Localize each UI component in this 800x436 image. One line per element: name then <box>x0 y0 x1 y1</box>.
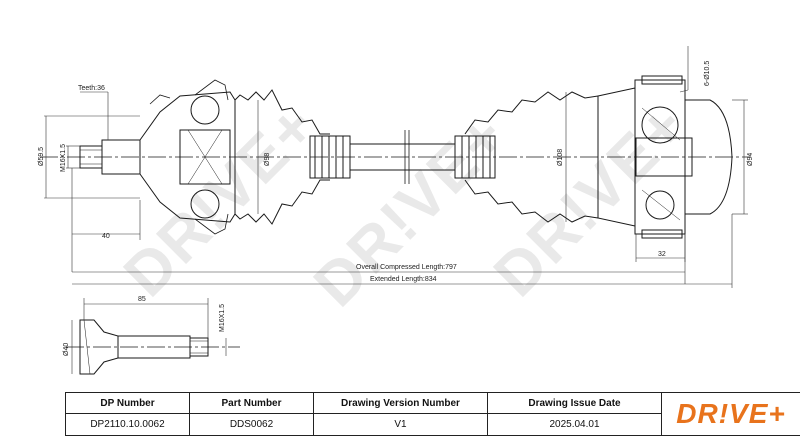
dimension-lines <box>44 46 748 288</box>
dim-d108: Ø108 <box>557 149 564 166</box>
header-part-number: Part Number <box>189 392 314 414</box>
right-spline-section <box>454 135 496 179</box>
dim-d59-5: Ø59.5 <box>38 147 45 166</box>
shaft-assembly <box>40 75 750 239</box>
left-boot-top <box>234 89 330 135</box>
left-boot-bottom <box>234 179 330 225</box>
watermark-text: DR!VE+ <box>111 91 330 310</box>
header-issue-date: Drawing Issue Date <box>487 392 662 414</box>
header-drawing-version: Drawing Version Number <box>313 392 488 414</box>
right-cv-cover <box>685 99 733 215</box>
dim-85: 85 <box>138 296 146 303</box>
dim-m16: M16X1.5 <box>60 144 67 172</box>
right-boot-top <box>464 91 599 135</box>
dim-holes: 6-Ø10.5 <box>704 61 711 86</box>
value-dp-number: DP2110.10.0062 <box>65 413 190 436</box>
value-drawing-version: V1 <box>313 413 488 436</box>
technical-drawing: DR!VE+ DR!VE+ DR!VE+ <box>38 46 754 375</box>
left-ball-bottom <box>190 189 220 219</box>
value-part-number: DDS0062 <box>189 413 314 436</box>
value-issue-date: 2025.04.01 <box>487 413 662 436</box>
brand-logo: DR!VE+ <box>661 392 800 436</box>
teeth-label: Teeth:36 <box>78 85 105 92</box>
stub-dimensions <box>71 298 227 374</box>
watermark-text: DR!VE+ <box>481 91 700 310</box>
right-ball-bottom <box>645 190 675 220</box>
dim-d94: Ø94 <box>747 153 754 166</box>
dim-32: 32 <box>658 251 666 258</box>
right-ball-top <box>641 106 679 144</box>
dim-d40: Ø40 <box>63 343 70 356</box>
dim-d98: Ø98 <box>264 153 271 166</box>
title-block-header-row: DP Number Part Number Drawing Version Nu… <box>65 392 800 436</box>
brand-logo-text: DR!VE+ <box>676 398 786 429</box>
right-cv-housing <box>634 79 686 235</box>
right-inner-race <box>635 137 693 177</box>
dim-compressed: Overall Compressed Length:797 <box>356 264 457 271</box>
flange-top <box>641 75 683 85</box>
dim-m16-stub: M16X1.5 <box>219 304 226 332</box>
left-spline-section <box>309 135 351 179</box>
right-boot-bottom <box>464 179 599 223</box>
watermark-text: DR!VE+ <box>301 101 520 320</box>
watermark-group: DR!VE+ DR!VE+ DR!VE+ <box>111 91 700 320</box>
dim-40: 40 <box>102 233 110 240</box>
header-dp-number: DP Number <box>65 392 190 414</box>
flange-bottom <box>641 229 683 239</box>
title-block: DP Number Part Number Drawing Version Nu… <box>65 392 800 436</box>
left-inner-race <box>179 129 231 185</box>
dim-extended: Extended Length:834 <box>370 276 437 283</box>
title-block-value-row: DP2110.10.0062 DDS0062 V1 2025.04.01 <box>65 413 800 436</box>
stub-detail <box>66 319 240 375</box>
left-ball-top <box>190 95 220 125</box>
